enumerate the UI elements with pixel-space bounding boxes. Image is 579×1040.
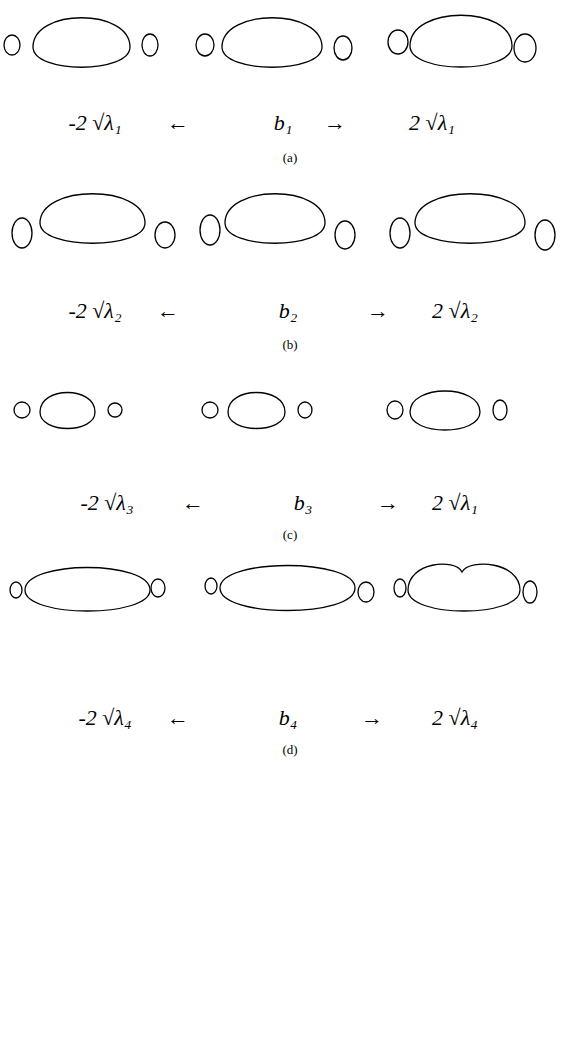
small-blob <box>514 34 536 62</box>
axis-label: -2 √λ₃ <box>80 490 133 516</box>
small-blob <box>298 402 312 418</box>
axis-label: b₂ <box>279 298 298 324</box>
small-blob <box>12 218 32 248</box>
axis-label: -2 √λ₄ <box>78 705 131 731</box>
axis-label: b₃ <box>294 490 313 516</box>
panel-caption: (b) <box>282 337 297 353</box>
axis-label: → <box>367 298 389 324</box>
small-blob <box>493 400 507 420</box>
small-blob <box>155 222 175 248</box>
body-outline <box>225 194 325 244</box>
axis-label: -2 √λ₂ <box>68 298 121 324</box>
body-outline <box>408 564 520 611</box>
axis-label: → <box>361 705 383 731</box>
body-outline <box>415 194 525 244</box>
panel-caption: (d) <box>282 742 297 758</box>
body-outline <box>25 568 150 612</box>
axis-label: → <box>377 490 399 516</box>
small-blob <box>387 401 403 419</box>
small-blob <box>388 30 408 54</box>
small-blob <box>202 402 218 418</box>
axis-label: b₁ <box>274 110 293 136</box>
small-blob <box>4 35 20 55</box>
small-blob <box>334 36 352 60</box>
axis-label: b₄ <box>279 705 298 731</box>
body-outline <box>228 393 285 429</box>
axis-label: ← <box>182 490 204 516</box>
axis-label: ← <box>167 110 189 136</box>
small-blob <box>10 582 22 598</box>
small-blob <box>14 402 30 418</box>
axis-label: 2 √λ₂ <box>432 298 478 324</box>
axis-label: 2 √λ₁ <box>409 110 455 136</box>
body-outline <box>33 18 130 68</box>
small-blob <box>108 403 122 417</box>
small-blob <box>142 34 158 56</box>
axis-label: 2 √λ₁ <box>432 490 478 516</box>
body-outline <box>410 391 480 430</box>
small-blob <box>523 581 537 603</box>
panel-caption: (a) <box>283 150 297 166</box>
small-blob <box>196 34 214 56</box>
body-outline <box>40 194 145 244</box>
small-blob <box>358 582 374 602</box>
small-blob <box>535 220 555 250</box>
panel-caption: (c) <box>283 527 297 543</box>
body-outline <box>222 18 322 68</box>
body-outline <box>220 566 355 611</box>
body-outline <box>40 393 95 429</box>
small-blob <box>390 218 410 248</box>
axis-label: -2 √λ₁ <box>68 110 121 136</box>
small-blob <box>394 579 406 597</box>
small-blob <box>200 215 220 245</box>
axis-label: ← <box>157 298 179 324</box>
axis-label: 2 √λ₄ <box>432 705 478 731</box>
small-blob <box>151 579 165 597</box>
small-blob <box>205 578 217 594</box>
body-outline <box>410 15 512 67</box>
axis-label: ← <box>167 705 189 731</box>
small-blob <box>335 221 355 249</box>
axis-label: → <box>324 110 346 136</box>
